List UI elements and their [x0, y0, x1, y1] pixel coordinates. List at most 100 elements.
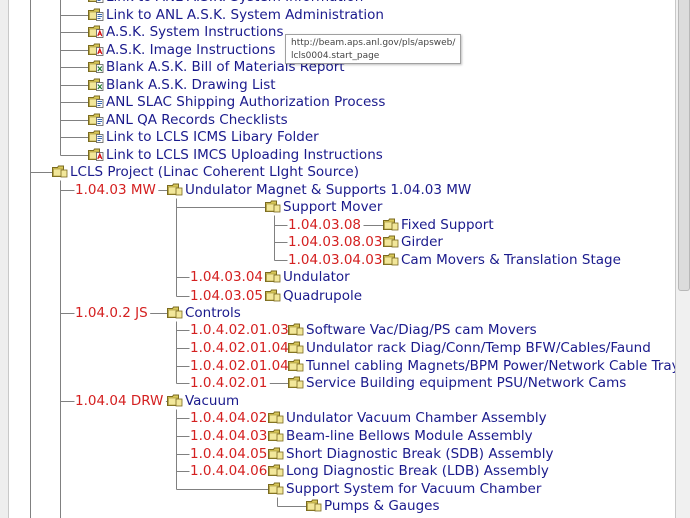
node-label[interactable]: Vacuum [185, 393, 240, 409]
tree-mover-item[interactable]: 1.04.03.08.03 [288, 233, 382, 251]
wbs-code-label: 1.04.0.2 JS [75, 305, 148, 321]
tree-mover-item-body[interactable]: Cam Movers & Translation Stage [383, 251, 621, 269]
tree-mover-item-body[interactable]: Fixed Support [383, 216, 494, 234]
tooltip-line-1: http://beam.aps.anl.gov/pls/apsweb/ [291, 38, 456, 48]
tree-pumps-gauges[interactable]: Pumps & Gauges [306, 497, 440, 515]
folder-icon [288, 358, 304, 377]
tree-mover-item[interactable]: 1.04.03.08 [288, 216, 361, 234]
tree-doc-item[interactable]: A.S.K. Image Instructions [88, 41, 275, 59]
tree-controls-item-body[interactable]: Tunnel cabling Magnets/BPM Power/Network… [288, 357, 687, 375]
tree-controls-item-body[interactable]: Undulator rack Diag/Conn/Temp BFW/Cables… [288, 339, 651, 357]
tree-mover-item[interactable]: 1.04.03.04.03 [288, 251, 382, 269]
tree-doc-item[interactable]: Link to LCLS IMCS Uploading Instructions [88, 146, 383, 164]
tree-doc-item[interactable]: Blank A.S.K. Bill of Materials Report [88, 58, 345, 76]
node-label[interactable]: Long Diagnostic Break (LDB) Assembly [286, 463, 549, 479]
tree-vacuum-item[interactable]: 1.0.4.04.02 [190, 409, 267, 427]
wbs-code-label: 1.04.03.05 [190, 288, 263, 304]
vertical-scrollbar[interactable] [675, 0, 690, 518]
node-label[interactable]: Service Building equipment PSU/Network C… [306, 375, 627, 391]
folder-icon [306, 498, 322, 517]
tree-vacuum-item[interactable]: 1.0.4.04.05 [190, 445, 267, 463]
folder-icon [265, 199, 281, 218]
wbs-code-label: 1.0.4.02.01.03 [190, 322, 289, 338]
tree-group-vacuum[interactable]: 1.04.04 DRW [75, 392, 163, 410]
node-label[interactable]: Link to ANL A.S.K. System Administration [106, 7, 384, 23]
tree-mw-item[interactable]: 1.04.03.04 [190, 268, 263, 286]
folder-doc-icon [88, 129, 104, 148]
tree-doc-item[interactable]: Blank A.S.K. Drawing List [88, 76, 276, 94]
node-label[interactable]: Cam Movers & Translation Stage [401, 252, 621, 268]
node-label[interactable]: Support Mover [283, 199, 383, 215]
node-label[interactable]: ANL QA Records Checklists [106, 112, 288, 128]
window-left-edge [0, 0, 9, 518]
node-label[interactable]: Fixed Support [401, 217, 494, 233]
tree-controls-item[interactable]: 1.0.4.02.01 [190, 374, 267, 392]
tree-controls-item[interactable]: 1.0.4.02.01.04 [190, 339, 289, 357]
tree-vacuum-item[interactable]: 1.0.4.04.06 [190, 462, 267, 480]
folder-icon [265, 269, 281, 288]
node-label[interactable]: Support System for Vacuum Chamber [286, 481, 542, 497]
node-label[interactable]: Tunnel cabling Magnets/BPM Power/Network… [306, 358, 687, 374]
node-label[interactable]: ANL SLAC Shipping Authorization Process [106, 94, 386, 110]
node-label[interactable]: Undulator Vacuum Chamber Assembly [286, 410, 547, 426]
folder-icon [167, 393, 183, 412]
node-label[interactable]: Quadrupole [283, 288, 363, 304]
node-label[interactable]: Girder [401, 234, 443, 250]
tree-doc-item[interactable]: ANL SLAC Shipping Authorization Process [88, 93, 385, 111]
tree-vacuum-item[interactable]: 1.0.4.04.03 [190, 427, 267, 445]
wbs-code-label: 1.04.03.08 [288, 217, 361, 233]
node-label[interactable]: Link to LCLS ICMS Libary Folder [106, 129, 319, 145]
tree-group-mw[interactable]: 1.04.03 MW [75, 181, 156, 199]
folder-doc-icon [88, 0, 104, 8]
node-label[interactable]: A.S.K. Image Instructions [106, 42, 276, 58]
node-label[interactable]: Link to ANL A.S.K. System Information [106, 0, 363, 5]
tree-group-mw-body[interactable]: Undulator Magnet & Supports 1.04.03 MW [167, 181, 471, 199]
node-label[interactable]: Pumps & Gauges [324, 498, 440, 514]
tree-mw-item-body[interactable]: Quadrupole [265, 287, 362, 305]
wbs-code-label: 1.0.4.04.06 [190, 463, 268, 479]
tree-vacuum-item-body[interactable]: Short Diagnostic Break (SDB) Assembly [268, 445, 553, 463]
tree-doc-item[interactable]: A.S.K. System Instructions [88, 23, 284, 41]
tree-mw-item-body[interactable]: Undulator [265, 268, 350, 286]
tree-mover-item-body[interactable]: Girder [383, 233, 443, 251]
wbs-code-label: 1.0.4.04.02 [190, 410, 268, 426]
tree-doc-item[interactable]: Link to ANL A.S.K. System Information [88, 0, 363, 6]
tree-doc-item[interactable]: Link to ANL A.S.K. System Administration [88, 6, 384, 24]
tree-doc-item[interactable]: Link to LCLS ICMS Libary Folder [88, 128, 319, 146]
folder-icon [167, 182, 183, 201]
node-label[interactable]: Blank A.S.K. Drawing List [106, 77, 276, 93]
tree-controls-item[interactable]: 1.0.4.02.01.04 [190, 357, 289, 375]
node-label[interactable]: Controls [185, 305, 241, 321]
node-label[interactable]: A.S.K. System Instructions [106, 24, 284, 40]
tree-group-controls-body[interactable]: Controls [167, 304, 241, 322]
wbs-code-label: 1.04.03.04.03 [288, 252, 383, 268]
tree-vacuum-support[interactable]: Support System for Vacuum Chamber [268, 480, 541, 498]
scrollbar-thumb[interactable] [678, 0, 690, 291]
tree-vacuum-item-body[interactable]: Undulator Vacuum Chamber Assembly [268, 409, 547, 427]
node-label[interactable]: Beam-line Bellows Module Assembly [286, 428, 533, 444]
folder-doc-icon [88, 7, 104, 26]
node-label[interactable]: Undulator rack Diag/Conn/Temp BFW/Cables… [306, 340, 651, 356]
project-icon [52, 164, 68, 183]
tree-group-vacuum-body[interactable]: Vacuum [167, 392, 239, 410]
tree-vacuum-item-body[interactable]: Beam-line Bellows Module Assembly [268, 427, 533, 445]
node-label[interactable]: LCLS Project (Linac Coherent LIght Sourc… [70, 164, 359, 180]
node-label[interactable]: Undulator Magnet & Supports 1.04.03 MW [185, 182, 472, 198]
tree-support-mover[interactable]: Support Mover [265, 198, 382, 216]
node-label[interactable]: Blank A.S.K. Bill of Materials Report [106, 59, 345, 75]
tree-doc-item[interactable]: ANL QA Records Checklists [88, 111, 288, 129]
node-label[interactable]: Software Vac/Diag/PS cam Movers [306, 322, 537, 338]
tree-project-node[interactable]: LCLS Project (Linac Coherent LIght Sourc… [52, 163, 359, 181]
node-label[interactable]: Link to LCLS IMCS Uploading Instructions [106, 147, 383, 163]
tree-controls-item[interactable]: 1.0.4.02.01.03 [190, 321, 289, 339]
node-label[interactable]: Undulator [283, 269, 350, 285]
tree-controls-item-body[interactable]: Software Vac/Diag/PS cam Movers [288, 321, 537, 339]
tree-vacuum-item-body[interactable]: Long Diagnostic Break (LDB) Assembly [268, 462, 549, 480]
pdf-doc-icon [88, 42, 104, 61]
tree-group-controls[interactable]: 1.04.0.2 JS [75, 304, 148, 322]
folder-icon [268, 428, 284, 447]
tree-mw-item[interactable]: 1.04.03.05 [190, 287, 263, 305]
tree-controls-item-body[interactable]: Service Building equipment PSU/Network C… [288, 374, 626, 392]
node-label[interactable]: Short Diagnostic Break (SDB) Assembly [286, 446, 554, 462]
